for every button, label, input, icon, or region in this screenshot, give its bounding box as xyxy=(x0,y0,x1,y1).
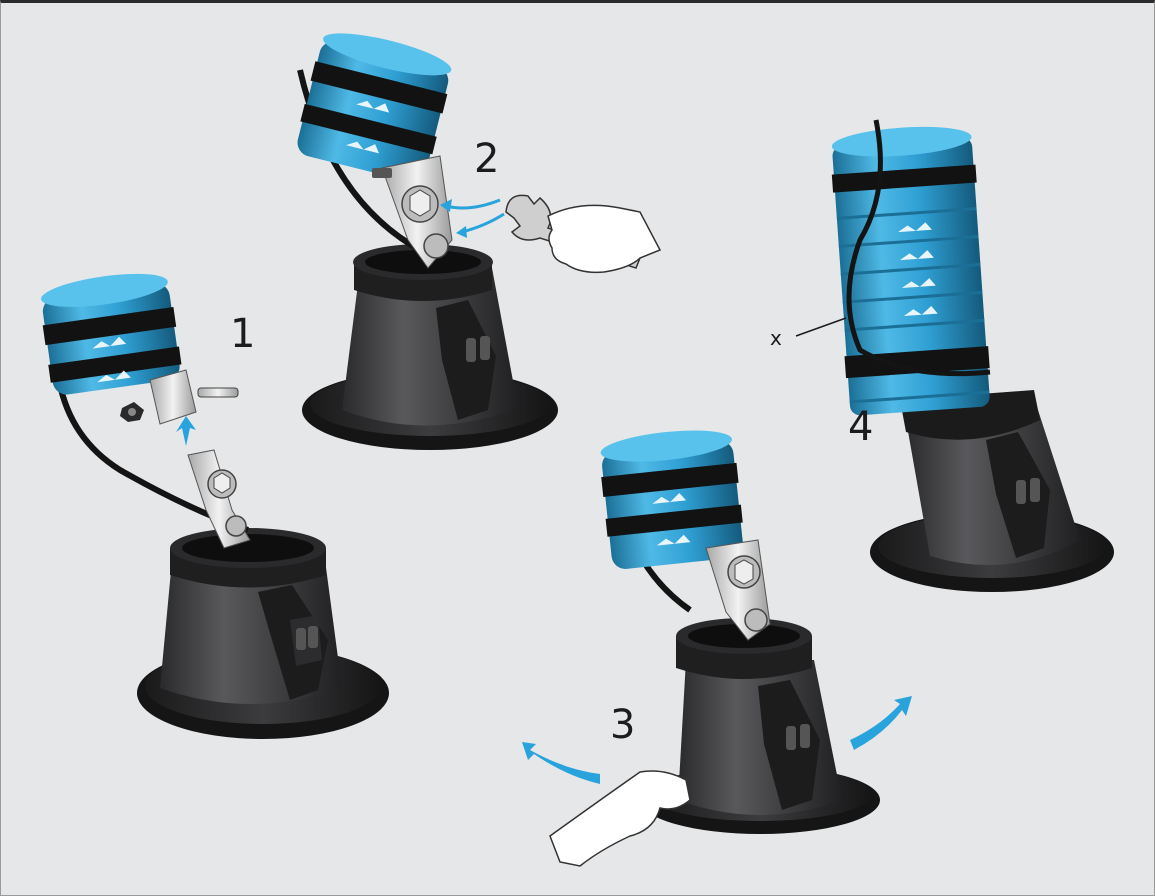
callout-label: x xyxy=(770,326,782,350)
step-2-arrow-upper xyxy=(446,200,500,208)
step-3-arrow-left xyxy=(522,742,600,784)
step-4-number: 4 xyxy=(848,404,873,450)
step-3-illustration xyxy=(522,425,912,866)
step-1-number: 1 xyxy=(230,311,255,357)
step-2-illustration xyxy=(293,24,660,450)
step-2-hand xyxy=(548,205,660,272)
step-1-arrow xyxy=(176,416,196,446)
step-4-illustration xyxy=(796,120,1114,592)
step-2-number: 2 xyxy=(474,136,499,182)
callout-leader-line xyxy=(796,318,846,336)
step-3-arrow-right xyxy=(850,696,912,750)
step-1-bolt xyxy=(198,388,238,397)
step-3-number: 3 xyxy=(610,702,635,748)
step-1-illustration xyxy=(37,267,389,739)
step-2-arrow-lower xyxy=(462,214,504,232)
